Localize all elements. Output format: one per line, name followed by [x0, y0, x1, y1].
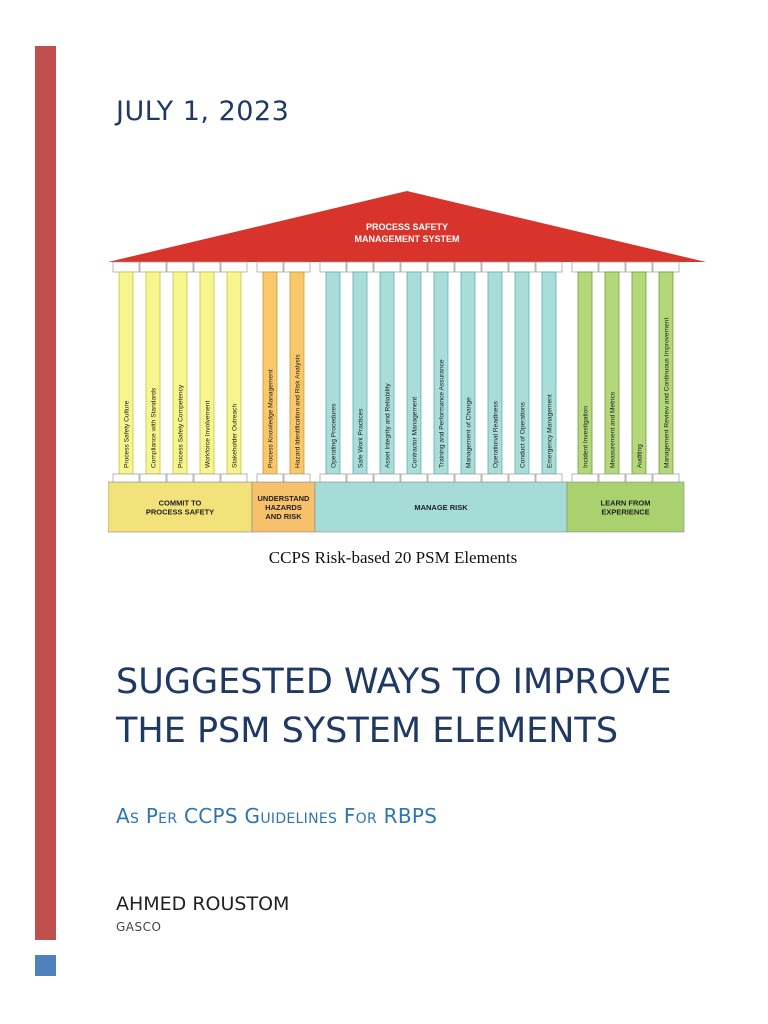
group-label: MANAGE RISK	[414, 503, 468, 512]
group-base	[314, 481, 568, 533]
pillar-capital	[400, 261, 428, 273]
pillar-element-label: Incident Investigation	[583, 406, 590, 468]
pillar-capital	[454, 261, 482, 273]
pillar-element-label: Safe Work Practices	[358, 408, 365, 468]
pillar-element-label: Conduct of Operations	[520, 401, 527, 468]
group-base	[566, 481, 685, 533]
pillar-capital	[652, 261, 680, 273]
roof	[108, 191, 706, 262]
pillar-element-label: Compliance with Standards	[151, 387, 158, 468]
pillar-capital	[373, 261, 401, 273]
pillar-plinth	[112, 473, 140, 483]
pillar-plinth	[625, 473, 653, 483]
pillar-capital	[481, 261, 509, 273]
pillar-element-label: Contractor Management	[412, 397, 419, 468]
pillar-plinth	[400, 473, 428, 483]
pillar-element-label: Hazard Identification and Risk Analysis	[295, 354, 302, 468]
pillar-plinth	[256, 473, 284, 483]
pillar-plinth	[373, 473, 401, 483]
pillar-capital	[625, 261, 653, 273]
document-date: JULY 1, 2023	[116, 96, 290, 127]
pillar-element-label: Stakeholder Outreach	[232, 404, 239, 468]
pillar-plinth	[319, 473, 347, 483]
group-label: UNDERSTAND	[258, 494, 311, 503]
pillar-plinth	[598, 473, 626, 483]
pillar-capital	[283, 261, 311, 273]
pillar-plinth	[454, 473, 482, 483]
document-subtitle: As Per CCPS Guidelines For RBPS	[116, 804, 438, 828]
author-organization: GASCO	[116, 920, 162, 934]
group-label: COMMIT TO	[159, 499, 202, 508]
group-label: HAZARDS	[265, 503, 302, 512]
roof-label-line-2: MANAGEMENT SYSTEM	[354, 234, 459, 244]
author-name: AHMED ROUSTOM	[116, 893, 290, 915]
pillar-element-label: Workforce Involvement	[205, 401, 212, 468]
pillar-plinth	[481, 473, 509, 483]
pillar-element-label: Management Review and Continuous Improve…	[664, 318, 671, 468]
pillar-plinth	[139, 473, 167, 483]
group-label: PROCESS SAFETY	[146, 508, 214, 517]
pillar-plinth	[283, 473, 311, 483]
pillar-plinth	[652, 473, 680, 483]
group-label: AND RISK	[265, 512, 302, 521]
group-base	[251, 481, 316, 533]
group-label: LEARN FROM	[601, 499, 651, 508]
pillar-capital	[166, 261, 194, 273]
pillar-element-label: Training and Performance Assurance	[439, 359, 446, 468]
pillar-capital	[598, 261, 626, 273]
pillar	[631, 271, 647, 475]
pillar-element-label: Emergency Management	[547, 394, 554, 468]
pillar-element-label: Management of Change	[466, 397, 473, 468]
pillar-plinth	[193, 473, 221, 483]
pillar-plinth	[220, 473, 248, 483]
pillar-capital	[112, 261, 140, 273]
pillar-capital	[571, 261, 599, 273]
pillar-element-label: Operational Readiness	[493, 400, 500, 468]
pillar-capital	[535, 261, 563, 273]
roof-label-line-1: PROCESS SAFETY	[366, 222, 448, 232]
pillar-element-label: Auditing	[637, 444, 644, 468]
pillar-plinth	[166, 473, 194, 483]
pillar-capital	[319, 261, 347, 273]
pillar-plinth	[535, 473, 563, 483]
pillar-capital	[346, 261, 374, 273]
figure-caption: CCPS Risk-based 20 PSM Elements	[268, 548, 518, 567]
pillar-plinth	[427, 473, 455, 483]
psm-temple-diagram: PROCESS SAFETY MANAGEMENT SYSTEM COMMIT TO…	[108, 191, 706, 533]
pillar-capital	[508, 261, 536, 273]
pillar-plinth	[346, 473, 374, 483]
pillar-element-label: Asset Integrity and Reliability	[385, 383, 392, 468]
document-title: SUGGESTED WAYS TO IMPROVE THE PSM SYSTEM…	[116, 662, 672, 751]
pillar-plinth	[571, 473, 599, 483]
pillar-element-label: Process Safety Culture	[124, 400, 131, 468]
pillar-capital	[256, 261, 284, 273]
pillar-plinth	[508, 473, 536, 483]
pillar-element-label: Measurement and Metrics	[610, 391, 617, 468]
left-accent-bar	[35, 46, 56, 940]
pillar-capital	[193, 261, 221, 273]
blue-accent-square	[35, 955, 56, 976]
pillar-element-label: Operating Procedures	[331, 403, 338, 468]
pillar-capital	[220, 261, 248, 273]
group-label: EXPERIENCE	[601, 508, 649, 517]
pillar-element-label: Process Knowledge Management	[268, 369, 275, 468]
pillar-element-label: Process Safety Competency	[178, 384, 185, 468]
pillar-capital	[139, 261, 167, 273]
pillar-capital	[427, 261, 455, 273]
